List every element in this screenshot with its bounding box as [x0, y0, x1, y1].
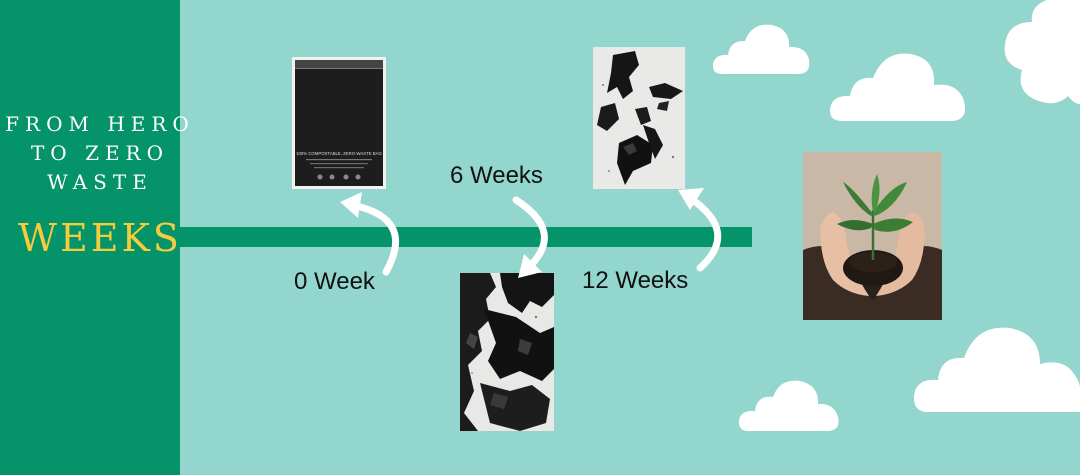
cloud-icon	[829, 53, 966, 121]
bag-print-headline: 100% COMPOSTABLE, ZERO-WASTE BAG	[296, 151, 382, 156]
weeks-title: WEEKS	[18, 216, 182, 260]
bag-photo-week-12	[593, 47, 685, 189]
bag-photo-week-0: 100% COMPOSTABLE, ZERO-WASTE BAG	[292, 57, 386, 189]
tagline: FROM HERO TO ZERO WASTE	[0, 110, 200, 197]
arrow-head-icon	[678, 188, 704, 210]
seedling-photo	[803, 152, 942, 320]
left-panel	[0, 0, 180, 475]
arrow-head-icon	[518, 254, 542, 278]
tagline-line-3: WASTE	[47, 170, 153, 194]
timeline-bar	[180, 227, 752, 247]
tagline-line-1: FROM HERO	[5, 112, 195, 136]
bag-photo-week-6	[460, 273, 554, 431]
stage-label-week-6: 6 Weeks	[450, 162, 543, 189]
arrow-icon	[348, 201, 399, 276]
stage-label-week-12: 12 Weeks	[582, 267, 689, 294]
cloud-icon	[1004, 0, 1080, 104]
cloud-icon	[738, 380, 839, 431]
arrow-head-icon	[340, 192, 362, 218]
cloud-icon	[712, 24, 810, 74]
arrow-icon	[686, 194, 722, 272]
arrow-icon	[512, 196, 548, 272]
stage-label-week-0: 0 Week	[294, 268, 375, 295]
tagline-line-2: TO ZERO	[30, 141, 170, 165]
cloud-icon	[913, 327, 1080, 412]
